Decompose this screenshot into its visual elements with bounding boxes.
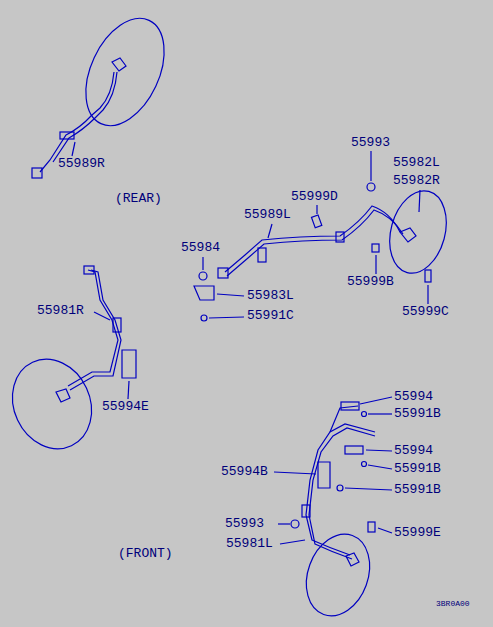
view-title: (FRONT): [118, 546, 173, 562]
callout-number: 55984: [181, 240, 220, 256]
callout-number: 55981R: [37, 303, 84, 319]
callout-number: 55999E: [394, 525, 441, 541]
callout-number: 55993: [351, 135, 390, 151]
callout-number: 55999D: [291, 189, 338, 205]
callout-number: 55991C: [247, 308, 294, 324]
callout-number: 55994: [394, 443, 433, 459]
callout-number: 55991B: [394, 482, 441, 498]
callout-number: 55991B: [394, 461, 441, 477]
callout-number: 55989L: [244, 207, 291, 223]
callout-number: 55982L: [393, 155, 440, 171]
callout-number: 55994: [394, 389, 433, 405]
callout-number: 55994E: [102, 399, 149, 415]
callout-number: 55993: [225, 516, 264, 532]
callout-number: 55999C: [402, 304, 449, 320]
view-title: (REAR): [115, 191, 162, 207]
drawing-code: 3BR0A00: [436, 599, 470, 609]
callout-number: 55989R: [58, 156, 105, 172]
callout-number: 55991B: [394, 406, 441, 422]
callout-number: 55982R: [393, 173, 440, 189]
callout-number: 55994B: [221, 464, 268, 480]
callout-number: 55999B: [347, 274, 394, 290]
callout-number: 55983L: [247, 288, 294, 304]
callout-number: 55981L: [226, 536, 273, 552]
